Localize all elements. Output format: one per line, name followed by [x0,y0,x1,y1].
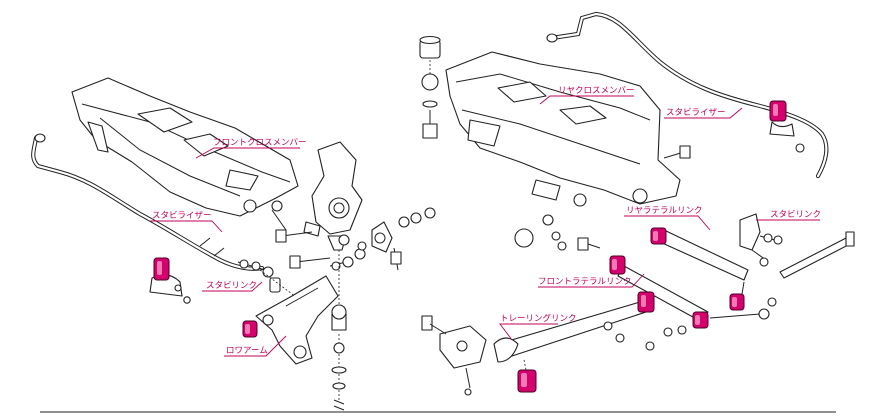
knuckle-hardware [357,207,436,271]
knuckle-bolts [275,229,366,271]
label-front-lateral-link: フロントラテラルリンク [538,273,645,288]
label-rear-stabilizer-text: スタビライザー [666,108,726,118]
rear-lateral-link-part [650,227,749,311]
label-front-stabilizer: スタビライザー [150,211,223,233]
label-rear-lateral-link: リヤラテラルリンク [624,206,711,231]
label-trailing-link-text: トレーリングリンク [500,313,577,324]
label-front-stabilink: スタビリンク [202,281,263,292]
label-front-stabilizer-text: スタビライザー [152,211,212,221]
rear-stabilink-part [739,213,783,267]
label-rear-crossmember-text: リヤクロスメンバー [558,86,635,96]
label-lower-arm: ロワアーム [224,335,287,357]
label-trailing-link: トレーリングリンク [499,313,577,341]
label-rear-stabilink-text: スタビリンク [770,210,821,220]
label-rear-stabilizer: スタビライザー [664,107,743,119]
label-lower-arm-text: ロワアーム [226,346,268,356]
rear-mount-stack [419,35,441,139]
front-stabilizer-bar [31,133,265,271]
label-front-lateral-link-text: フロントラテラルリンク [538,277,632,287]
label-front-stabilink-text: スタビリンク [206,281,257,291]
trailing-link-part [493,291,655,393]
trailing-link-bracket [421,315,487,396]
front-crossmember-part [71,77,299,231]
front-lateral-link-part [609,255,770,329]
rear-toe-rod [779,231,855,279]
label-rear-stabilink: スタビリンク [756,210,821,221]
label-rear-crossmember: リヤクロスメンバー [539,86,635,105]
label-front-crossmember: フロントクロスメンバー [195,138,307,159]
label-rear-lateral-link-text: リヤラテラルリンク [626,206,703,216]
front-stabilink-part [237,259,301,301]
rear-crossmember-part [445,51,681,207]
lower-arm-part [242,275,339,365]
rear-stabilizer-bushing [769,100,805,153]
label-front-crossmember-text: フロントクロスメンバー [213,138,307,148]
front-stabilizer-bushing [149,257,191,304]
ball-joint-stack [331,250,347,411]
front-knuckle-part [303,141,363,251]
rear-hardware [514,145,777,351]
rear-stabilizer-bar [546,11,829,179]
